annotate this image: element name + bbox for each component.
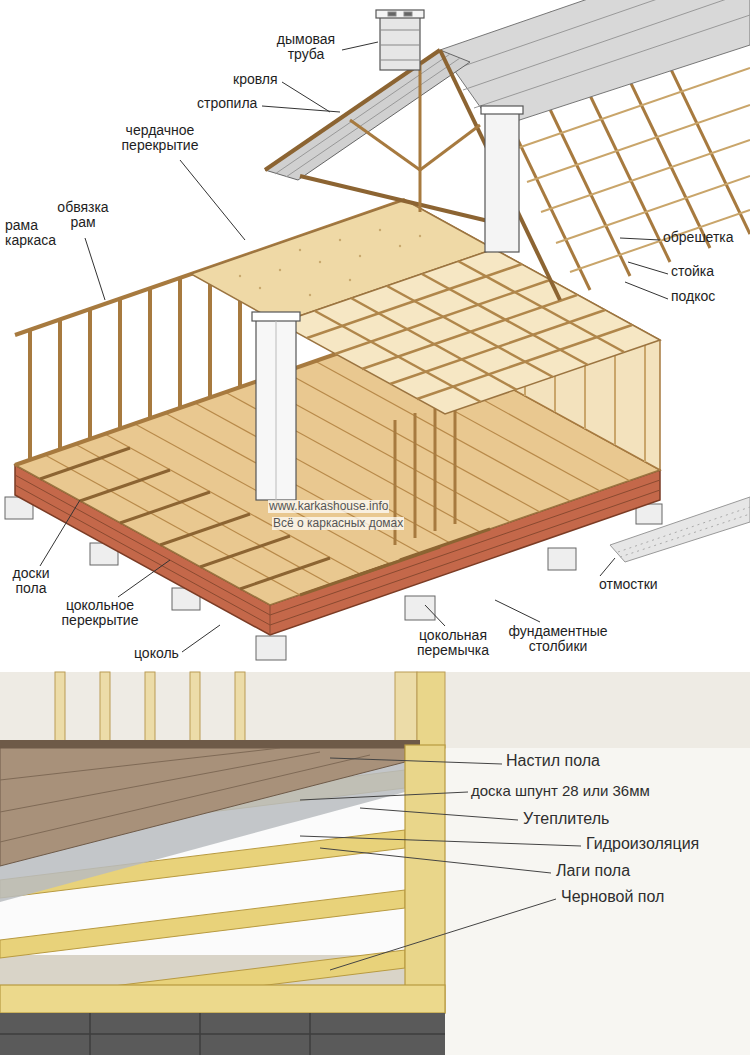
part-label: кровля bbox=[232, 72, 279, 87]
part-label: доска шпунт 28 или 36мм bbox=[470, 783, 651, 799]
part-label: дымовая труба bbox=[268, 32, 344, 62]
part-label: стойка bbox=[670, 264, 715, 279]
part-label: цокольное перекрытие bbox=[50, 598, 150, 628]
part-label: Всё о каркасных домах bbox=[272, 517, 404, 530]
part-label: www.karkashouse.info bbox=[268, 500, 389, 513]
part-label: Утеплитель bbox=[522, 810, 610, 827]
part-label: обвязка рам bbox=[48, 200, 118, 230]
part-label: рама каркаса bbox=[4, 218, 70, 248]
part-label: обрешетка bbox=[662, 230, 735, 245]
part-label: чердачное перекрытие bbox=[110, 123, 210, 153]
part-label: доски пола bbox=[4, 566, 58, 596]
part-label: цокольная перемычка bbox=[400, 628, 506, 658]
part-label: отмостки bbox=[598, 577, 659, 592]
part-label: стропила bbox=[196, 96, 258, 111]
part-label: подкос bbox=[670, 289, 716, 304]
part-label: цоколь bbox=[133, 646, 180, 661]
part-label: фундаментные столбики bbox=[498, 624, 618, 654]
part-label: Лаги пола bbox=[555, 862, 631, 879]
floor-section bbox=[0, 672, 750, 1055]
leader-lines bbox=[40, 42, 668, 652]
house-frame bbox=[5, 0, 750, 660]
part-label: Черновой пол bbox=[560, 888, 665, 905]
part-label: Гидроизоляция bbox=[585, 835, 700, 852]
part-label: Настил пола bbox=[505, 752, 601, 769]
